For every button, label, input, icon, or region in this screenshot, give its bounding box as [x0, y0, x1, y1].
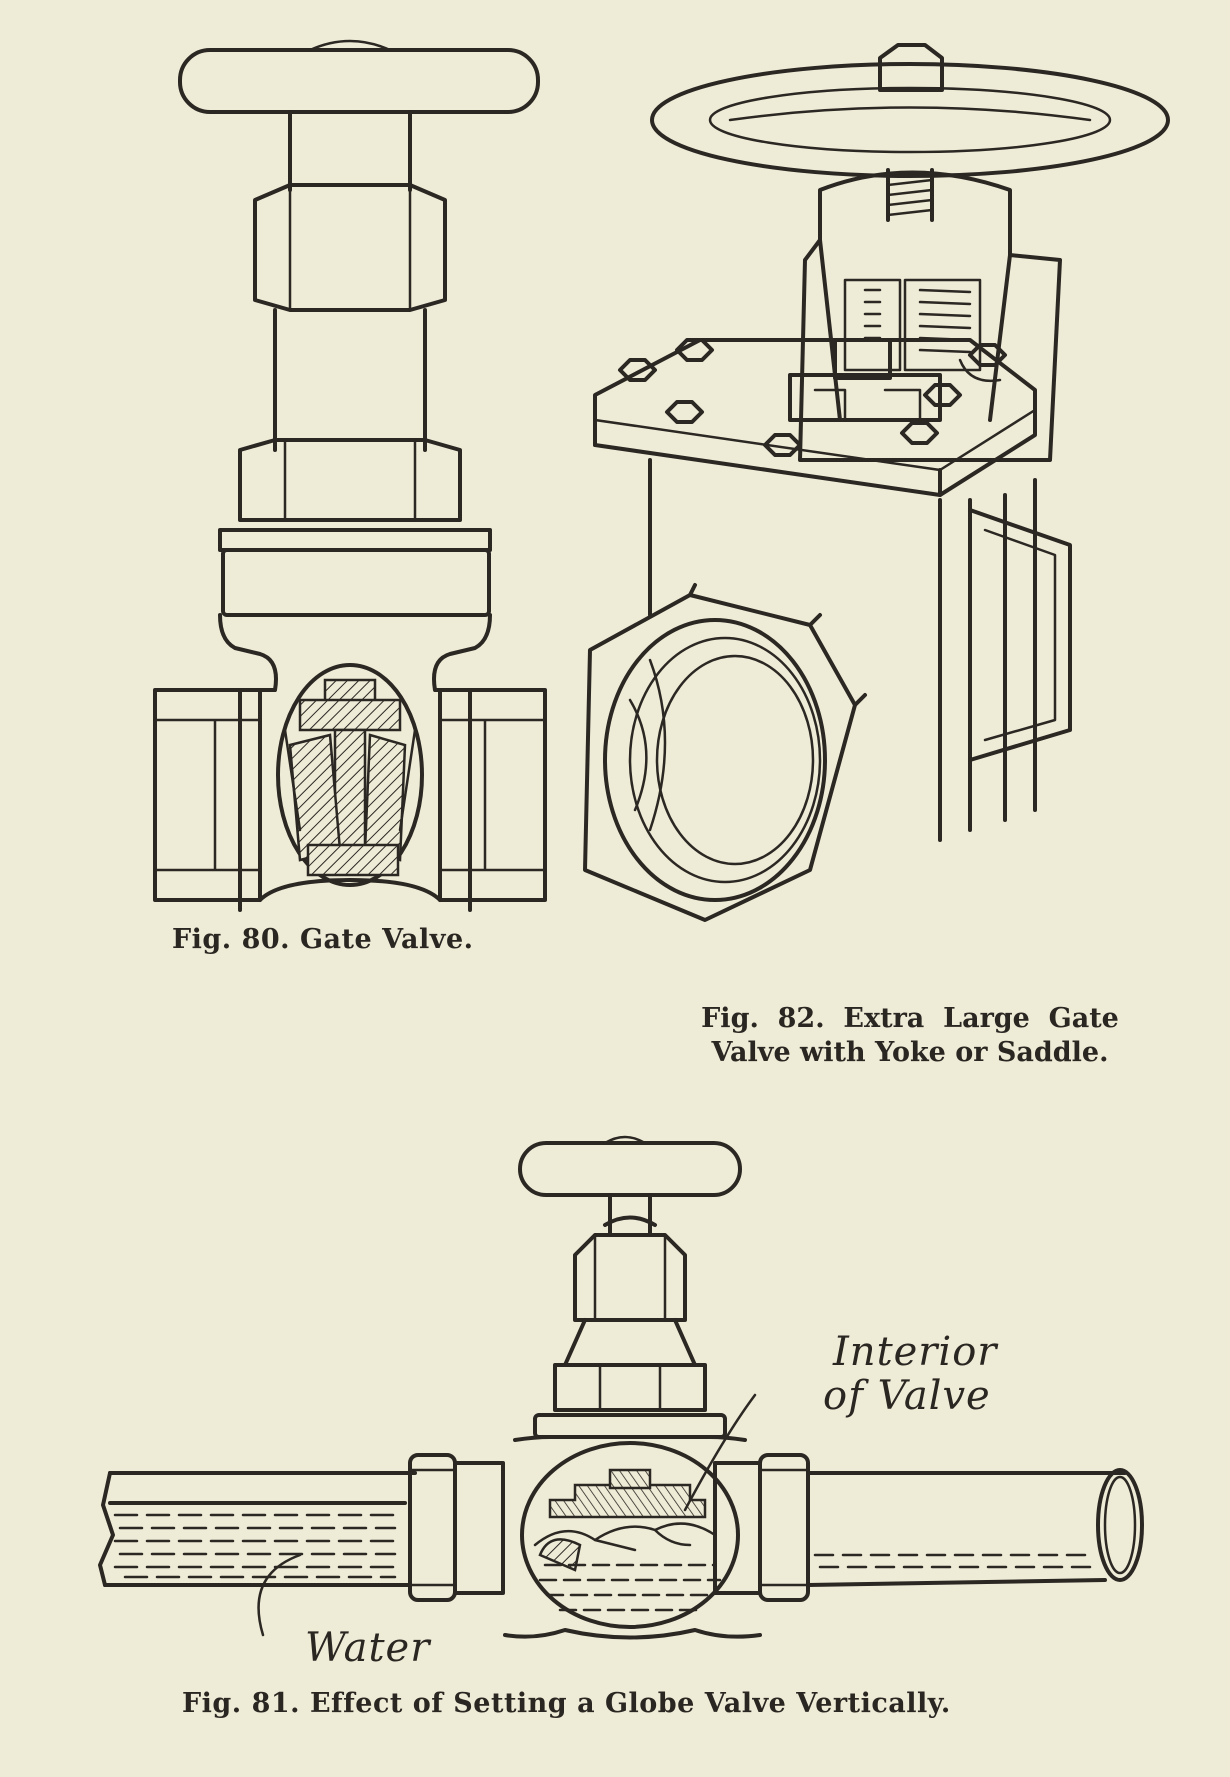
fig82-caption-line1: Fig. 82. Extra Large Gate [701, 1003, 1119, 1034]
label-interior-line2: of Valve [823, 1373, 991, 1419]
fig81-caption: Fig. 81. Effect of Setting a Globe Valve… [182, 1688, 951, 1719]
label-water: Water [305, 1625, 431, 1671]
fig80-caption: Fig. 80. Gate Valve. [172, 924, 474, 955]
fig82-large-gate-valve-drawing [583, 43, 1170, 922]
fig82-caption-line2: Valve with Yoke or Saddle. [711, 1037, 1109, 1068]
label-interior-line1: Interior [833, 1329, 998, 1375]
fig80-gate-valve-drawing [153, 39, 547, 912]
fig81-globe-valve-drawing [98, 1135, 1144, 1640]
label-interior: Interior of Valve [823, 1329, 998, 1418]
fig82-caption: Fig. 82. Extra Large Gate Valve with Yok… [650, 1002, 1170, 1070]
